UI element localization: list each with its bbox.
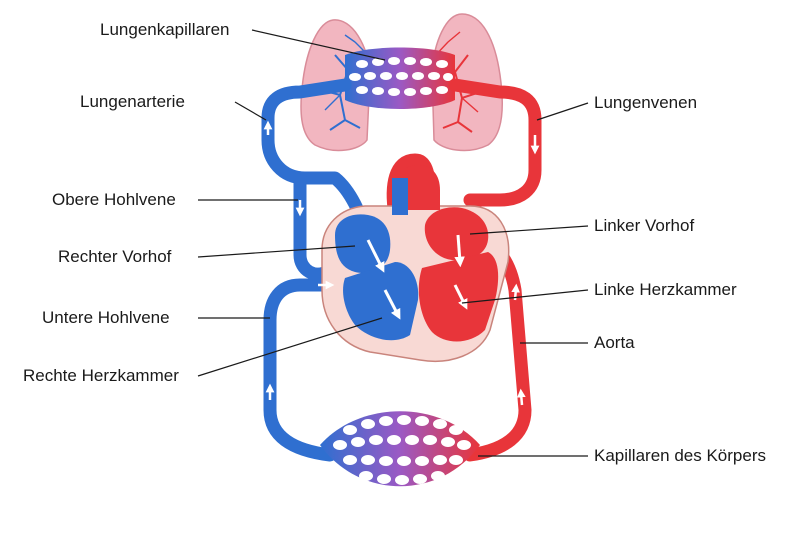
lung-capillary-network [345,47,455,109]
label-linke-herzkammer: Linke Herzkammer [594,280,737,299]
label-linker-vorhof: Linker Vorhof [594,216,695,235]
flow-arrows [263,120,540,406]
right-ventricle-shape [343,262,419,341]
label-kapillaren-des-koerpers: Kapillaren des Körpers [594,446,766,465]
label-rechte-herzkammer: Rechte Herzkammer [23,366,179,385]
label-untere-hohlvene: Untere Hohlvene [42,308,170,327]
label-lungenarterie: Lungenarterie [80,92,185,111]
label-lungenvenen: Lungenvenen [594,93,698,112]
right-atrium-shape [335,214,391,274]
inferior-vena-cava-vessel [263,278,347,462]
pulmonary-artery-vessel [261,78,375,247]
left-atrium-shape [424,207,489,261]
body-capillary-network [320,411,480,487]
label-rechter-vorhof: Rechter Vorhof [58,247,172,266]
label-obere-hohlvene: Obere Hohlvene [52,190,176,209]
left-ventricle-shape [418,252,499,342]
label-aorta: Aorta [594,333,635,352]
label-lungenkapillaren: Lungenkapillaren [100,20,230,39]
leader-lines [197,29,589,457]
